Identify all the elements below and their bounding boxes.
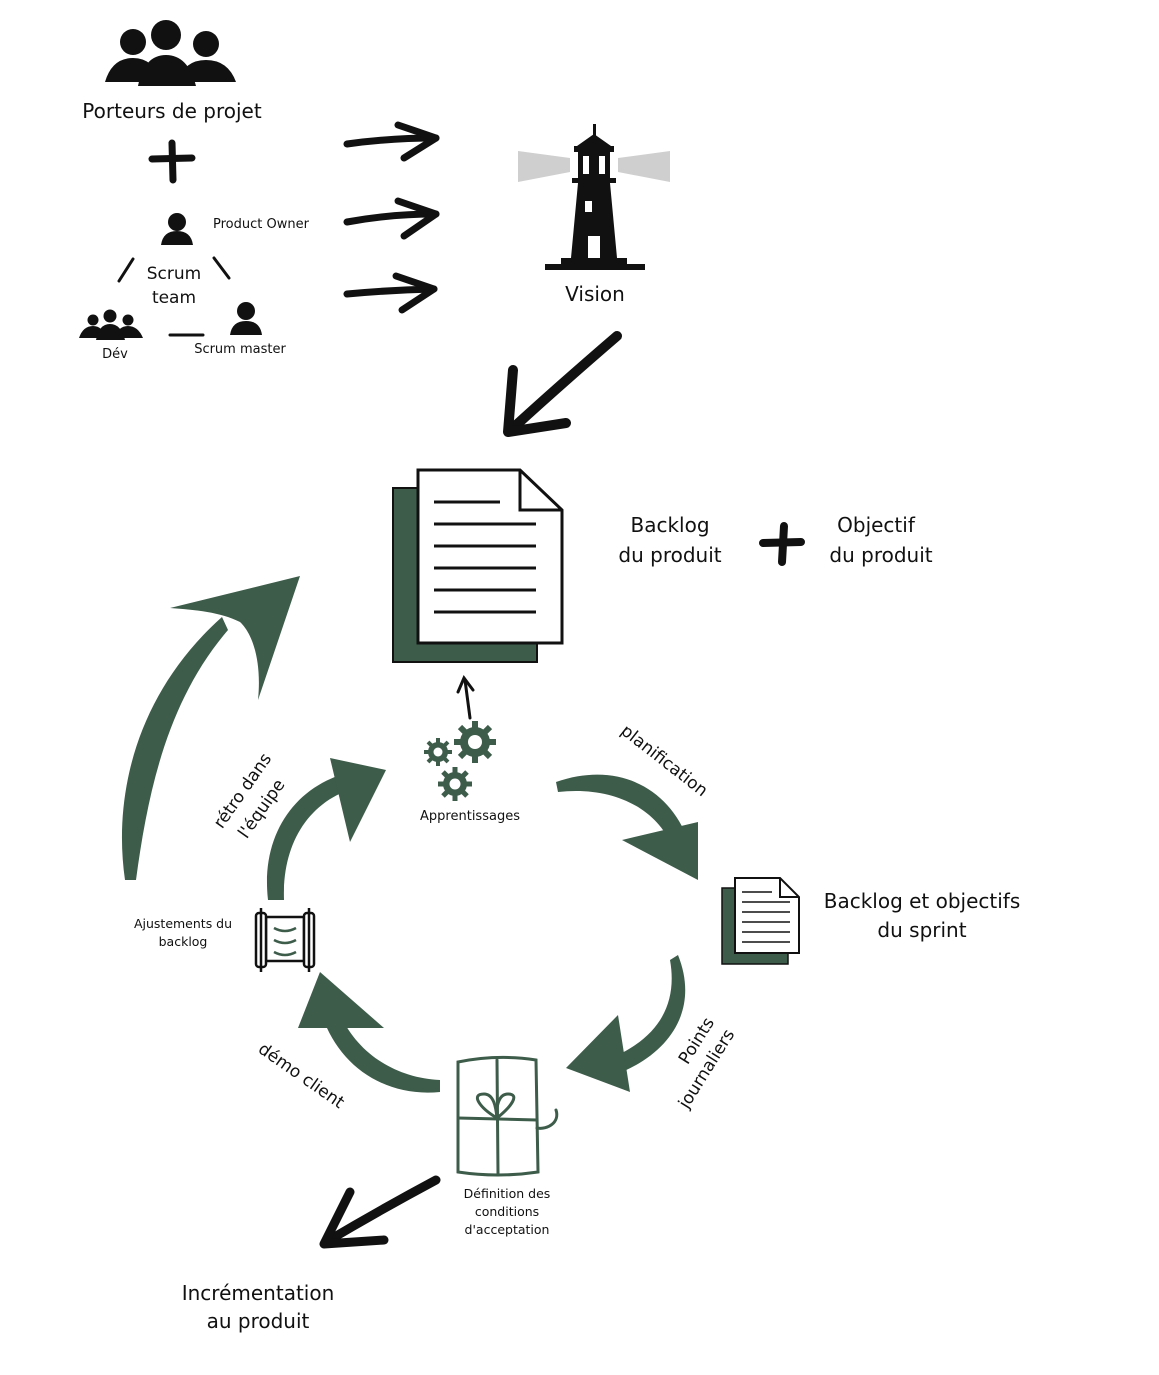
dev-label: Dév (102, 347, 128, 362)
scrum-master-label: Scrum master (194, 342, 286, 357)
scrum-master-icon (230, 302, 262, 335)
acceptance-label-line1: Définition des (463, 1186, 551, 1201)
arrow-gears-to-backlog (456, 675, 475, 720)
gift-box-icon (456, 1055, 559, 1177)
scrum-team-label-line1: Scrum (146, 264, 202, 284)
big-green-arrow (121, 576, 300, 880)
arrow-points-journaliers (566, 955, 686, 1092)
arrow-planification (556, 774, 698, 880)
acceptance-label-line2: conditions (474, 1204, 540, 1219)
product-backlog-label-line1: Backlog (630, 513, 710, 537)
arrow-to-increment (319, 1175, 441, 1249)
arrow-retro (266, 758, 386, 900)
learnings-label: Apprentissages (420, 809, 520, 824)
lighthouse-icon (518, 124, 670, 270)
arrow-demo-client (298, 972, 440, 1093)
project-owners-label: Porteurs de projet (82, 99, 262, 123)
backlog-adjustments-label-line1: Ajustements du (133, 916, 233, 931)
gears-icon (424, 721, 496, 801)
backlog-adjustments-label-line2: backlog (158, 934, 208, 949)
sprint-backlog-label-line1: Backlog et objectifs (823, 889, 1021, 913)
dev-team-icon (79, 309, 143, 340)
scrum-team-connectors (117, 256, 231, 337)
product-goal-label-line1: Objectif (837, 513, 915, 537)
product-owner-icon (161, 213, 193, 245)
acceptance-label-line3: d'acceptation (464, 1222, 550, 1237)
product-backlog-icon (392, 468, 564, 663)
increment-label-line2: au produit (206, 1309, 310, 1333)
scrum-team-label-line2: team (151, 288, 197, 308)
product-goal-label-line2: du produit (829, 543, 933, 567)
project-owners-group-icon (105, 20, 236, 86)
plus-icon-backlog (759, 522, 805, 566)
product-owner-label: Product Owner (213, 217, 309, 232)
arrow-vision-to-backlog (503, 331, 622, 437)
scroll-icon (254, 908, 316, 972)
sprint-backlog-icon (721, 877, 800, 965)
plus-icon (148, 139, 196, 184)
increment-label-line1: Incrémentation (181, 1281, 335, 1305)
arrows-to-vision (343, 121, 440, 314)
vision-label: Vision (565, 282, 625, 306)
sprint-backlog-label-line2: du sprint (877, 918, 967, 942)
product-backlog-label-line2: du produit (618, 543, 722, 567)
